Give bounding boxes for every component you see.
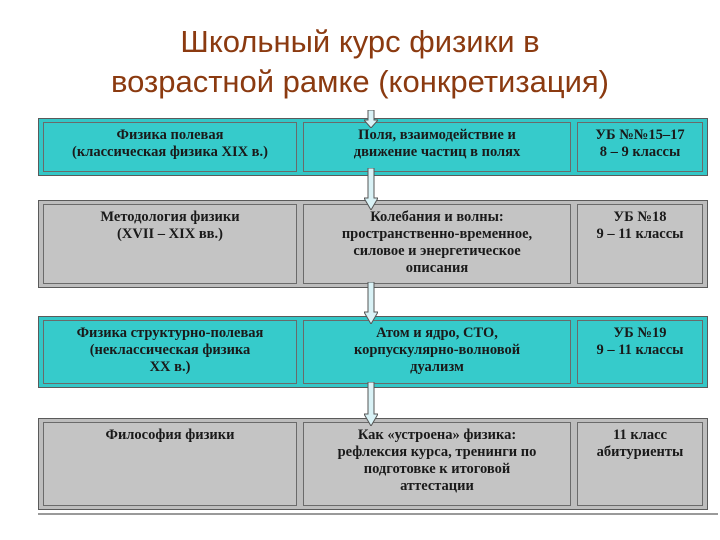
cell-line: 11 класс bbox=[613, 427, 667, 443]
cell-line: движение частиц в полях bbox=[353, 144, 521, 160]
down-arrow-icon bbox=[364, 282, 378, 324]
cell-line: дуализм bbox=[410, 359, 464, 375]
row-4-topic-cell: Философия физики bbox=[43, 422, 297, 506]
slide-title: Школьный курс физики в возрастной рамке … bbox=[0, 22, 720, 102]
bottom-divider bbox=[38, 513, 718, 515]
row-4-grade-cell: 11 класс абитуриенты bbox=[577, 422, 703, 506]
row-1-content-cell: Поля, взаимодействие и движение частиц в… bbox=[303, 122, 571, 172]
row-structural-field-physics: Физика структурно-полевая (неклассическа… bbox=[38, 316, 708, 388]
row-1-grade-cell: УБ №№15–17 8 – 9 классы bbox=[577, 122, 703, 172]
cell-line: 9 – 11 классы bbox=[596, 342, 684, 358]
cell-line: рефлексия курса, тренинги по bbox=[337, 444, 537, 460]
cell-line: Как «устроена» физика: bbox=[357, 427, 517, 443]
cell-line: пространственно-временное, bbox=[341, 226, 533, 242]
row-3-content-cell: Атом и ядро, СТО, корпускулярно-волновой… bbox=[303, 320, 571, 384]
cell-line: Физика полевая bbox=[116, 127, 224, 143]
cell-line: XX в.) bbox=[149, 359, 191, 375]
cell-line: 9 – 11 классы bbox=[596, 226, 684, 242]
row-4-content-cell: Как «устроена» физика: рефлексия курса, … bbox=[303, 422, 571, 506]
cell-line: Атом и ядро, СТО, bbox=[376, 325, 498, 341]
cell-line: Поля, взаимодействие и bbox=[358, 127, 516, 143]
cell-line: абитуриенты bbox=[596, 444, 684, 460]
cell-line: (XVII – XIX вв.) bbox=[117, 226, 223, 242]
cell-line: Колебания и волны: bbox=[370, 209, 504, 225]
cell-line: силовое и энергетическое bbox=[353, 243, 521, 259]
cell-line: (неклассическая физика bbox=[89, 342, 251, 358]
cell-line: УБ №19 bbox=[613, 325, 667, 341]
slide-title-line-1: Школьный курс физики в bbox=[180, 24, 540, 59]
row-3-topic-cell: Физика структурно-полевая (неклассическа… bbox=[43, 320, 297, 384]
row-2-content-cell: Колебания и волны: пространственно-време… bbox=[303, 204, 571, 284]
cell-line: Физика структурно-полевая bbox=[76, 325, 264, 341]
course-diagram: Физика полевая (классическая физика XIX … bbox=[38, 110, 708, 518]
cell-line: Философия физики bbox=[105, 427, 235, 443]
row-1-topic-cell: Физика полевая (классическая физика XIX … bbox=[43, 122, 297, 172]
slide-title-line-2: возрастной рамке (конкретизация) bbox=[110, 64, 609, 99]
row-philosophy: Философия физики Как «устроена» физика: … bbox=[38, 418, 708, 510]
row-classical-field-physics: Физика полевая (классическая физика XIX … bbox=[38, 118, 708, 176]
cell-line: Методология физики bbox=[100, 209, 240, 225]
down-arrow-icon bbox=[364, 382, 378, 426]
cell-line: подготовке к итоговой bbox=[363, 461, 511, 477]
cell-line: аттестации bbox=[400, 478, 474, 494]
row-methodology: Методология физики (XVII – XIX вв.) Коле… bbox=[38, 200, 708, 288]
cell-line: описания bbox=[405, 260, 469, 276]
row-2-topic-cell: Методология физики (XVII – XIX вв.) bbox=[43, 204, 297, 284]
cell-line: УБ №№15–17 bbox=[595, 127, 685, 143]
down-arrow-icon bbox=[364, 110, 378, 128]
cell-line: УБ №18 bbox=[613, 209, 667, 225]
cell-line: (классическая физика XIX в.) bbox=[72, 144, 268, 160]
cell-line: корпускулярно-волновой bbox=[353, 342, 521, 358]
row-3-grade-cell: УБ №19 9 – 11 классы bbox=[577, 320, 703, 384]
cell-line: 8 – 9 классы bbox=[599, 144, 681, 160]
down-arrow-icon bbox=[364, 168, 378, 210]
row-2-grade-cell: УБ №18 9 – 11 классы bbox=[577, 204, 703, 284]
